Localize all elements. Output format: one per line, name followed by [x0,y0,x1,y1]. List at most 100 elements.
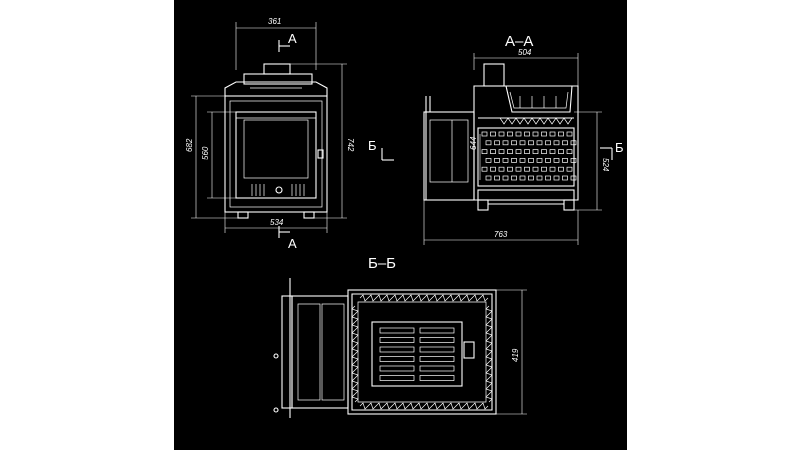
plan-section-view: Б–Б 419 [273,255,527,418]
flue-collar [263,63,291,75]
brick-cell [545,158,551,163]
brick-cell [558,166,564,172]
brick-cell [524,131,530,137]
section-mark-b-right: Б [615,140,624,155]
brick-cell [562,140,568,146]
brick-cell [566,149,573,154]
brick-cell [562,158,568,163]
brick-cell [570,158,577,163]
side-door [423,111,475,201]
brick-cell [566,131,573,137]
upper-chamber [505,85,573,113]
brick-cell [532,149,539,154]
brick-cell [541,131,547,137]
dim-height-inner: 560 [201,146,210,160]
section-title-aa: А–А [505,33,533,50]
grate-bar [379,327,415,334]
brick-cell [515,131,522,137]
brick-cell [498,166,505,172]
grate-bars [379,327,455,381]
brick-cell [562,175,568,181]
brick-cell [515,166,522,172]
brick-cell [536,158,543,163]
brick-cell [558,131,564,137]
brick-cell [528,158,534,163]
brick-cell [541,166,547,172]
brick-cell [545,140,551,146]
brick-cell [528,175,534,181]
brick-cell [485,158,492,163]
brick-cell [566,166,573,172]
brick-cell [570,175,577,181]
grate-bar [419,365,455,372]
firebrick-lining [477,127,575,187]
liner-pattern [351,294,493,410]
brick-cell [549,166,556,172]
grate-bar [419,327,455,334]
drawing-sheet: 361 А [174,0,627,450]
brick-cell [498,149,505,154]
brick-cell [481,131,488,137]
dim-side-right: 524 [601,158,610,172]
brick-cell [553,140,560,146]
brick-cell [502,158,509,163]
grate-bar [379,337,415,343]
grate-bar [419,337,455,343]
dim-height-right: 742 [346,138,355,152]
brick-cell [485,175,492,181]
door-handle [317,149,324,159]
brick-cell [553,175,560,181]
brick-cell [553,158,560,163]
dim-plan-depth: 419 [511,348,520,362]
brick-cell [502,175,509,181]
brick-cell [515,149,522,154]
brick-cell [570,140,577,146]
brick-cell [511,158,517,163]
brick-cell [532,166,539,172]
technical-drawing: 361 А [185,17,624,418]
brick-cell [545,175,551,181]
brick-cell [490,131,496,137]
brick-cell [536,140,543,146]
brick-cell [481,166,488,172]
brick-cell [494,140,500,146]
brick-cell [494,158,500,163]
grate-bar [419,356,455,362]
brick-cell [507,131,513,137]
liner-wave-bottom [359,402,489,410]
stove-body [224,95,328,213]
dim-top-width: 361 [268,17,281,26]
brick-cell [519,175,526,181]
brick-cell [507,166,513,172]
liner-wave-right [485,305,493,403]
dim-side-inner: 644 [469,136,478,150]
brick-cell [549,131,556,137]
grate-bar [419,346,455,353]
grate-bar [379,356,415,362]
brick-cell [507,149,513,154]
door-glass [243,119,309,179]
brick-pattern [481,131,577,181]
brick-cell [549,149,556,154]
grate-bar [379,346,415,353]
brick-cell [494,175,500,181]
brick-cell [519,158,526,163]
grate-bar [419,375,455,381]
brick-cell [541,149,547,154]
side-section-view: А–А 504 644 [368,33,624,245]
brick-cell [485,140,492,146]
grate-bar [379,365,415,372]
brick-cell [481,149,488,154]
brick-cell [498,131,505,137]
side-flue [483,63,505,87]
ash-grille [251,184,305,196]
brick-cell [502,140,509,146]
section-mark-bottom: А [288,236,297,251]
ash-pan [477,189,575,201]
plan-handle [463,341,475,359]
liner-wave-top [359,294,489,302]
grate-bar [379,375,415,381]
section-mark-b-left: Б [368,138,377,153]
dim-height-outer: 682 [185,138,194,152]
grate [371,321,463,387]
